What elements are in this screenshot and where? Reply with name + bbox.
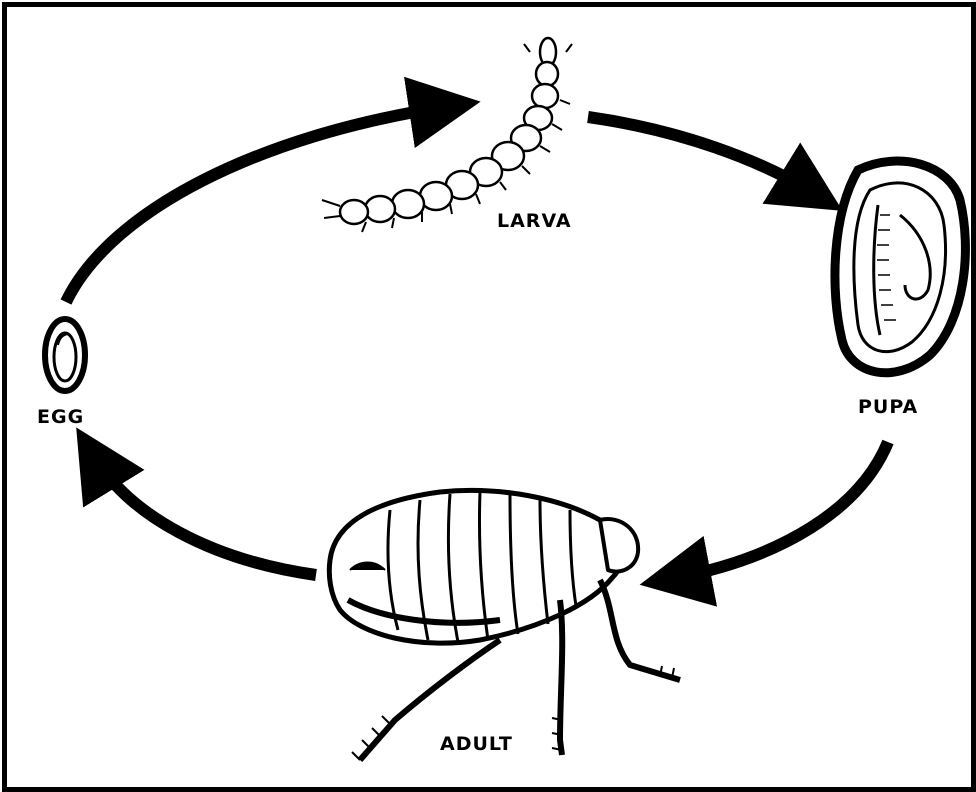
larva-label: LARVA bbox=[497, 210, 572, 232]
egg-label: EGG bbox=[37, 406, 84, 428]
egg-illustration bbox=[45, 319, 85, 391]
arrow-adult-to-egg bbox=[95, 458, 316, 575]
arrow-larva-to-pupa bbox=[588, 117, 812, 192]
pupa-illustration bbox=[835, 161, 965, 373]
arrow-pupa-to-adult bbox=[675, 442, 888, 578]
adult-label: ADULT bbox=[440, 733, 513, 755]
pupa-label: PUPA bbox=[858, 396, 918, 418]
larva-illustration bbox=[322, 38, 572, 232]
adult-flea-illustration bbox=[329, 490, 680, 760]
